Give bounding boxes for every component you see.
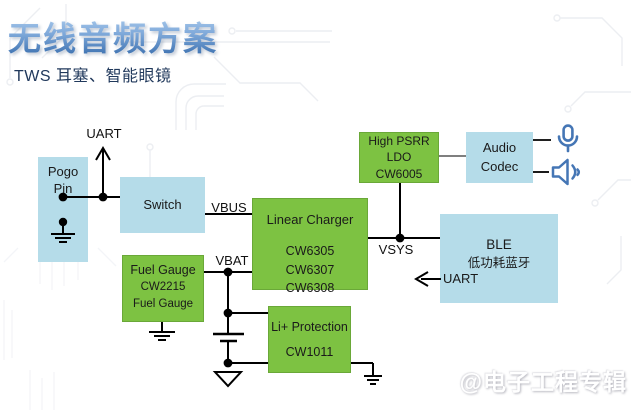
audio-codec-label-line1: Audio xyxy=(482,140,517,156)
linear-charger-part2: CW6307 xyxy=(285,262,335,277)
block-ble: BLE 低功耗蓝牙 UART xyxy=(440,214,558,303)
ble-uart-label: UART xyxy=(443,271,479,286)
block-switch: Switch xyxy=(120,177,205,233)
microphone-icon xyxy=(557,124,579,153)
ldo-part: CW6005 xyxy=(375,166,423,181)
audio-codec-label-line2: Codec xyxy=(480,158,519,174)
linear-charger-part3: CW6308 xyxy=(285,281,335,296)
block-audio-codec: Audio Codec xyxy=(466,132,533,183)
block-pogo-pin: Pogo Pin xyxy=(38,157,88,262)
net-label-uart: UART xyxy=(86,126,122,141)
linear-charger-title: Linear Charger xyxy=(266,212,354,227)
ble-label: BLE xyxy=(486,237,512,252)
page-subtitle: TWS 耳塞、智能眼镜 xyxy=(14,68,172,85)
ldo-label-line1: High PSRR xyxy=(368,134,430,149)
block-linear-charger: Linear Charger CW6305 CW6307 CW6308 xyxy=(252,198,368,295)
block-high-psrr-ldo: High PSRR LDO CW6005 xyxy=(359,132,439,183)
li-protection-title: Li+ Protection xyxy=(271,320,348,335)
pogo-pin-label-line2: Pin xyxy=(53,180,73,196)
net-label-vbus: VBUS xyxy=(211,200,247,215)
ldo-label-line2: LDO xyxy=(386,150,412,165)
fuel-gauge-part: CW2215 xyxy=(140,281,186,294)
net-label-vsys: VSYS xyxy=(378,242,414,257)
pogo-pin-label-line1: Pogo xyxy=(47,164,79,179)
block-fuel-gauge: Fuel Gauge CW2215 Fuel Gauge xyxy=(122,255,204,322)
switch-label: Switch xyxy=(143,196,182,212)
linear-charger-part1: CW6305 xyxy=(285,243,335,258)
li-protection-part: CW1011 xyxy=(285,344,334,359)
ble-label-chinese: 低功耗蓝牙 xyxy=(467,255,531,270)
watermark: @电子工程专辑 xyxy=(459,369,627,395)
net-label-vbat: VBAT xyxy=(215,253,249,268)
block-li-protection: Li+ Protection CW1011 xyxy=(268,306,351,373)
fuel-gauge-title: Fuel Gauge xyxy=(130,263,196,277)
page-title: 无线音频方案 xyxy=(8,12,218,60)
speaker-icon xyxy=(551,158,581,186)
fuel-gauge-subtitle: Fuel Gauge xyxy=(132,298,194,311)
